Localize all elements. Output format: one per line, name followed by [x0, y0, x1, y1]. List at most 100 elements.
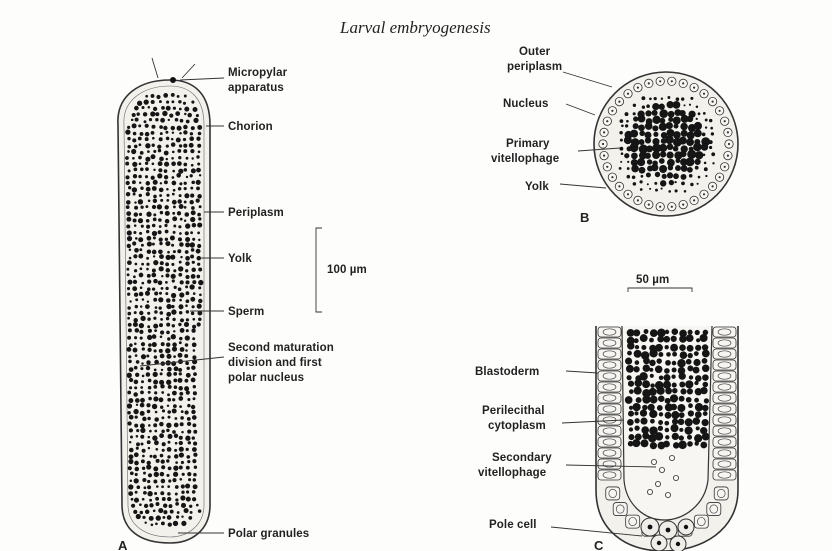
yolk-granule [141, 459, 145, 463]
yolk-granule [185, 410, 189, 414]
yolk-granule [158, 508, 163, 513]
yolk-granule [148, 343, 152, 347]
yolk-granule [157, 173, 162, 178]
yolk-granule [172, 430, 176, 434]
yolk-granule-b [652, 125, 658, 131]
periplasm-nucleolus [648, 82, 650, 84]
secondary-vitellophage-cell [659, 467, 664, 472]
yolk-granule [155, 306, 158, 309]
yolk-granule [165, 219, 170, 224]
yolk-granule [186, 466, 190, 470]
yolk-granule [138, 156, 142, 160]
yolk-granule-c [702, 350, 710, 358]
label-blastoderm: Blastoderm [475, 366, 539, 378]
yolk-granule [126, 268, 129, 271]
yolk-granule-c [687, 441, 693, 447]
yolk-granule [153, 169, 155, 171]
yolk-granule [193, 484, 198, 489]
yolk-granule-c [634, 338, 639, 343]
yolk-granule-c [679, 435, 684, 440]
yolk-granule [174, 423, 179, 428]
yolk-granule [192, 261, 195, 264]
yolk-granule-c [695, 403, 703, 411]
yolk-granule-c [664, 421, 669, 426]
yolk-granule-c [679, 428, 683, 432]
yolk-granule [147, 417, 150, 420]
yolk-granule [159, 225, 162, 228]
yolk-granule [172, 342, 177, 347]
yolk-granule [146, 192, 150, 196]
yolk-granule [190, 217, 195, 222]
yolk-granule [133, 231, 136, 234]
yolk-granule [148, 424, 151, 427]
yolk-granule [178, 266, 183, 271]
yolk-granule [179, 232, 182, 235]
yolk-granule [165, 205, 169, 209]
yolk-granule [172, 299, 175, 302]
yolk-granule-c [679, 344, 686, 351]
secondary-vitellophage-cell [673, 475, 678, 480]
yolk-granule [198, 286, 201, 289]
yolk-granule-c [704, 398, 709, 403]
yolk-granule [156, 95, 160, 99]
yolk-granule [187, 398, 190, 401]
scale-label-100um: 100 µm [327, 264, 367, 276]
yolk-granule [134, 386, 137, 389]
yolk-granule [125, 175, 129, 179]
yolk-granule [159, 422, 164, 427]
yolk-granule [158, 149, 161, 152]
yolk-granule [146, 219, 150, 223]
yolk-granule [151, 100, 155, 104]
yolk-granule-b [629, 143, 638, 152]
yolk-granule-c [688, 330, 693, 335]
yolk-granule [161, 521, 165, 525]
yolk-granule-b [693, 143, 702, 152]
yolk-granule [166, 429, 169, 432]
yolk-granule-b [660, 180, 666, 186]
yolk-granule [167, 455, 170, 458]
yolk-granule-c [627, 375, 632, 380]
yolk-granule-b [639, 167, 646, 174]
label-sperm: Sperm [228, 306, 264, 318]
periplasm-nucleolus [637, 199, 639, 201]
yolk-granule [126, 211, 131, 216]
periplasm-nucleolus [618, 101, 620, 103]
yolk-granule [170, 255, 175, 260]
yolk-granule [173, 355, 176, 358]
yolk-granule [185, 212, 190, 217]
yolk-granule-b [647, 159, 652, 164]
yolk-granule [146, 403, 150, 407]
yolk-granule-c [650, 396, 658, 404]
yolk-granule [125, 156, 129, 160]
yolk-granule [139, 213, 142, 216]
yolk-granule-c [695, 375, 702, 382]
yolk-granule [136, 435, 139, 438]
yolk-granule [176, 138, 181, 143]
yolk-granule [193, 107, 198, 112]
yolk-granule [162, 111, 167, 116]
yolk-granule-c [672, 368, 677, 373]
yolk-granule [171, 244, 174, 247]
yolk-granule [149, 516, 154, 521]
yolk-granule [143, 112, 147, 116]
yolk-granule [180, 328, 185, 333]
yolk-granule [171, 93, 175, 97]
periplasm-nucleolus [703, 93, 705, 95]
yolk-granule [160, 199, 163, 202]
yolk-granule [166, 304, 171, 309]
yolk-granule [146, 268, 149, 271]
label-micropylar: Micropylar apparatus [228, 67, 290, 94]
yolk-granule [153, 195, 157, 199]
yolk-granule [184, 354, 188, 358]
yolk-granule [190, 242, 195, 247]
yolk-granule [186, 299, 190, 303]
yolk-granule [147, 335, 152, 340]
pole-cell-nucleus-4 [657, 541, 661, 545]
yolk-granule [140, 168, 144, 172]
yolk-granule [128, 169, 131, 172]
yolk-granule [186, 448, 189, 451]
yolk-granule [190, 149, 194, 153]
yolk-granule [160, 406, 163, 409]
yolk-granule [192, 423, 196, 427]
yolk-granule [177, 249, 181, 253]
